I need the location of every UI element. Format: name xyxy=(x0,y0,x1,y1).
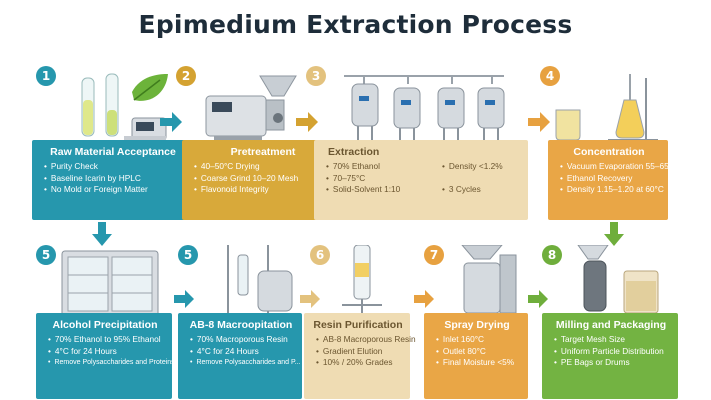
step-title: Spray Drying xyxy=(444,319,510,331)
step-item: 70% Ethanol to 95% Ethanol xyxy=(48,334,166,346)
step-item: Flavonoid Integrity xyxy=(194,184,336,196)
step-title: AB-8 Macroopitation xyxy=(189,319,293,331)
step-item: Density <1.2% xyxy=(442,161,503,173)
step-item: Ethanol Recovery xyxy=(560,173,662,185)
arrow-right-icon xyxy=(528,112,550,132)
step-number: 6 xyxy=(310,245,330,265)
step-title: Extraction xyxy=(328,146,380,158)
step-number: 5 xyxy=(36,245,56,265)
step-item: Baseline Icarin by HPLC xyxy=(44,173,186,185)
step-resin-purification: 6 Resin Purification AB-8 Macroporous Re… xyxy=(304,245,416,399)
arrow-right-icon xyxy=(174,290,194,308)
arrow-right-icon xyxy=(160,112,182,132)
step-item: Uniform Particle Distribution xyxy=(554,346,672,358)
step-extraction: 3 Extraction 70% Ethanol 70–75°C Solid-S… xyxy=(306,66,528,222)
step-title: Pretreatment xyxy=(230,146,296,158)
refrigerator-cabinet-icon xyxy=(61,250,159,318)
step-card: Resin Purification AB-8 Macroporous Resi… xyxy=(304,313,416,399)
step-alcohol-precipitation: 5 Alcohol Precipitation 70% Ethanol to 9… xyxy=(36,245,175,399)
step-raw-material: 1 Raw Material Acceptance Purity Check B… xyxy=(32,66,192,222)
step-title: Resin Purification xyxy=(313,319,403,331)
flask-and-beaker-icon xyxy=(555,74,658,141)
step-item: 3 Cycles xyxy=(442,184,503,196)
arrow-down-icon xyxy=(92,222,112,246)
step-number: 8 xyxy=(542,245,562,265)
step-card: Milling and Packaging Target Mesh Size U… xyxy=(542,313,678,399)
step-card: Extraction 70% Ethanol 70–75°C Solid-Sol… xyxy=(314,140,528,220)
step-item: PE Bags or Drums xyxy=(554,357,672,369)
step-card: Raw Material Acceptance Purity Check Bas… xyxy=(32,140,192,220)
step-item: Density 1.15–1.20 at 60°C xyxy=(560,184,664,196)
step-item: Purity Check xyxy=(44,161,186,173)
mill-and-bag-icon xyxy=(577,245,659,314)
step-item: 70–75°C xyxy=(326,173,438,185)
step-item: Target Mesh Size xyxy=(554,334,672,346)
step-item: Remove Polysaccharides and P... xyxy=(190,357,300,369)
step-item: Outlet 80°C xyxy=(436,346,522,358)
step-number: 5 xyxy=(178,245,198,265)
step-item: 10% / 20% Grades xyxy=(316,357,404,369)
purification-column-icon xyxy=(342,245,382,317)
arrow-right-icon xyxy=(296,112,318,132)
step-item: 70% Macroporous Resin xyxy=(190,334,296,346)
arrow-right-icon xyxy=(528,290,548,308)
step-spray-drying: 7 Spray Drying Inlet 160°C Outlet 80°C F… xyxy=(424,245,528,399)
step-item: Remove Polysaccharides and Proteins xyxy=(48,357,174,369)
spray-dryer-icon xyxy=(461,245,517,314)
arrow-right-icon xyxy=(414,290,434,308)
step-card: Alcohol Precipitation 70% Ethanol to 95%… xyxy=(36,313,175,399)
step-item: AB-8 Macroporous Resin xyxy=(316,334,416,346)
step-number: 3 xyxy=(306,66,326,86)
step-title: Concentration xyxy=(573,146,645,158)
step-title: Raw Material Acceptance xyxy=(50,146,176,158)
step-item: No Mold or Foreign Matter xyxy=(44,184,186,196)
step-item: Inlet 160°C xyxy=(436,334,522,346)
step-card: Spray Drying Inlet 160°C Outlet 80°C Fin… xyxy=(424,313,528,399)
resin-column-tank-icon xyxy=(227,245,293,317)
arrow-down-icon xyxy=(604,222,624,246)
step-title: Alcohol Precipitation xyxy=(52,319,158,331)
step-number: 4 xyxy=(540,66,560,86)
arrow-right-icon xyxy=(300,290,320,308)
step-card: Concentration Vacuum Evaporation 55–65°C… xyxy=(548,140,678,220)
step-number: 1 xyxy=(36,66,56,86)
step-item: Final Moisture <5% xyxy=(436,357,522,369)
step-ab8-macroopitation: 5 AB-8 Macroopitation 70% Macroporous Re… xyxy=(178,245,302,399)
step-milling-packaging: 8 Milling and Packaging Target Mesh Size… xyxy=(542,245,678,399)
step-item: Gradient Elution xyxy=(316,346,404,358)
step-item: 40–50°C Drying xyxy=(194,161,336,173)
step-title: Milling and Packaging xyxy=(555,319,667,331)
step-item: 4°C for 24 Hours xyxy=(190,346,296,358)
step-item: Coarse Grind 10–20 Mesh xyxy=(194,173,336,185)
page-title: Epimedium Extraction Process xyxy=(138,10,573,39)
test-tubes-and-leaf-icon xyxy=(81,73,168,142)
step-item: Vacuum Evaporation 55–65°C xyxy=(560,161,678,173)
step-item: 4°C for 24 Hours xyxy=(48,346,166,358)
step-item: Solid-Solvent 1:10 xyxy=(326,184,438,196)
step-concentration: 4 Concentration Vacuum Evaporation 55–65… xyxy=(540,66,678,222)
grinder-machine-icon xyxy=(205,75,297,142)
step-card: AB-8 Macroopitation 70% Macroporous Resi… xyxy=(178,313,302,399)
step-number: 2 xyxy=(176,66,196,86)
step-item: 70% Ethanol xyxy=(326,161,438,173)
step-number: 7 xyxy=(424,245,444,265)
extraction-tanks-icon xyxy=(344,75,505,140)
